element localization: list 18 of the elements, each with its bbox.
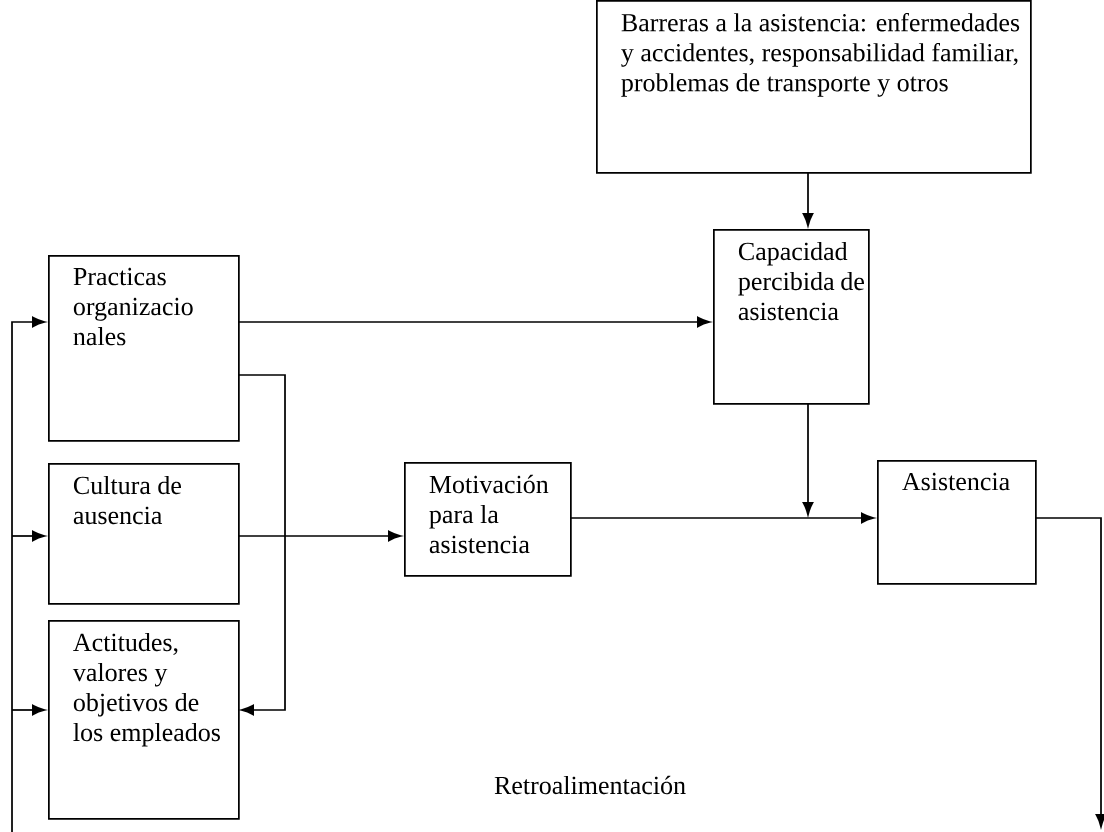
arrow (569, 512, 875, 524)
process-box: Capacidad percibida de asistencia (713, 229, 870, 405)
process-box: Actitudes, valores y objetivos de los empleados (48, 620, 240, 820)
arrow (802, 402, 814, 516)
arrow (11, 316, 46, 832)
arrow (237, 374, 286, 716)
feedback-label: Retroalimentación (494, 775, 686, 795)
process-box: Barreras a la asistencia: enfermedades y accidentes, responsabilidad familiar, problemas de transporte y otros (596, 0, 1032, 174)
process-box: Asistencia (877, 460, 1037, 585)
arrow (11, 704, 46, 716)
arrow (1034, 517, 1104, 828)
process-box: Cultura de ausencia (48, 463, 240, 605)
process-box: Practicas organizacio nales (48, 255, 240, 442)
arrow (237, 316, 711, 328)
process-box: Motivación para la asistencia (404, 462, 572, 577)
arrow (237, 530, 402, 542)
arrow (11, 530, 46, 542)
arrow (802, 171, 814, 227)
